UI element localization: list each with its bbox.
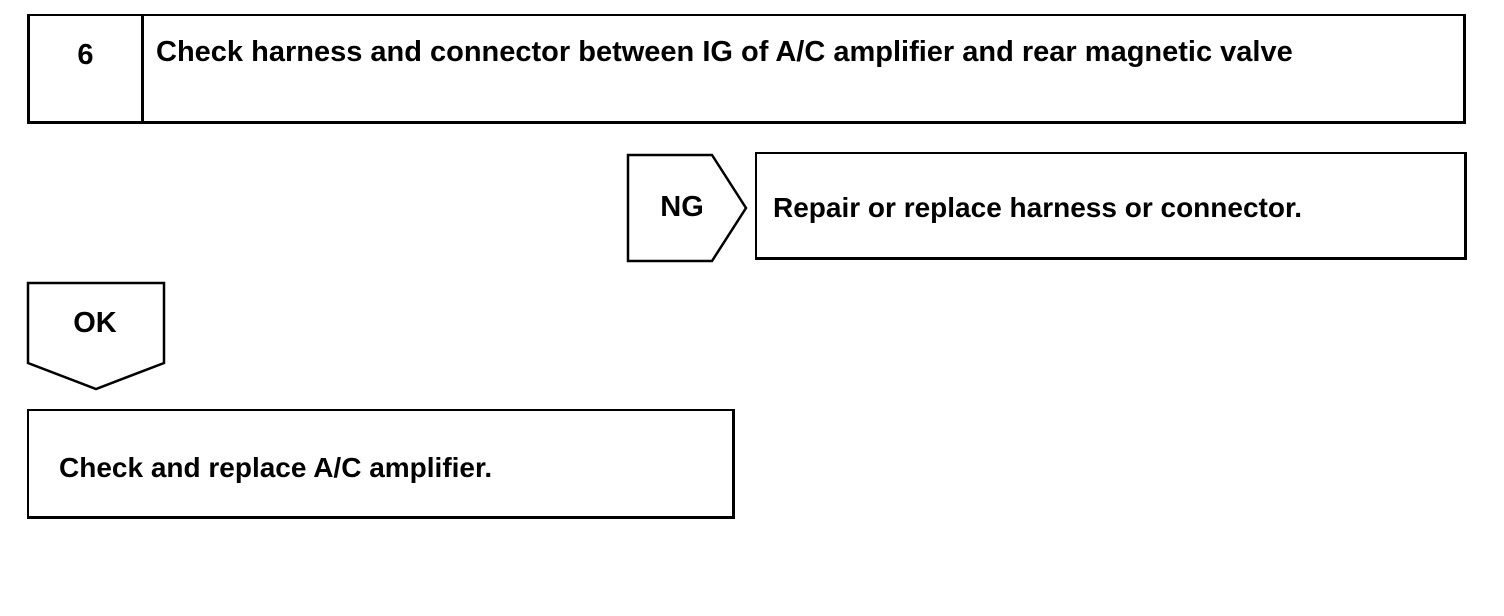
ok-label: OK <box>73 307 117 339</box>
step-header-box: 6 Check harness and connector between IG… <box>27 14 1466 124</box>
ok-arrow-shape <box>26 281 166 391</box>
ng-arrow-shape <box>626 153 748 263</box>
ng-label: NG <box>660 191 704 223</box>
ok-action-box: Check and replace A/C amplifier. <box>27 409 735 519</box>
step-title: Check harness and connector between IG o… <box>156 36 1293 68</box>
ng-action-text: Repair or replace harness or connector. <box>773 192 1303 223</box>
step-number: 6 <box>30 16 144 121</box>
ok-action-text: Check and replace A/C amplifier. <box>59 452 493 483</box>
ng-action-box: Repair or replace harness or connector. <box>755 152 1467 260</box>
